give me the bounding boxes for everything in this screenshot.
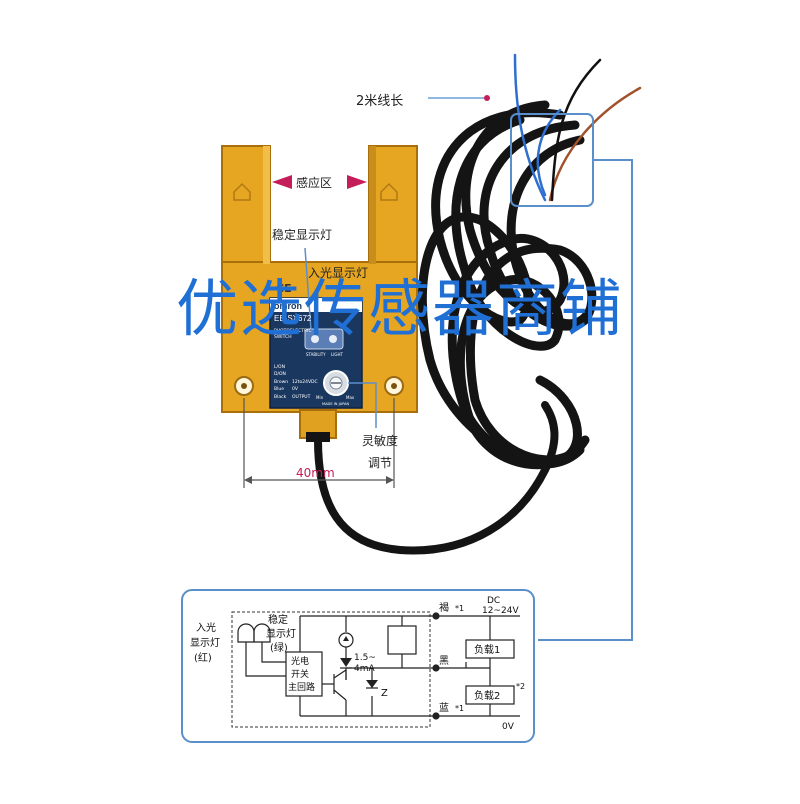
dc-text: DC: [487, 596, 500, 606]
black-terminal-text: 黑: [439, 655, 449, 667]
voltage-text: 12~24V: [482, 606, 519, 616]
row3-text: Brown: [274, 379, 288, 385]
note1-text: *1: [455, 604, 464, 613]
main-circuit-text-2: 开关: [291, 668, 309, 680]
label-panel: [269, 297, 363, 409]
row5-value-text: OUTPUT: [292, 394, 311, 400]
sensor-cable: [314, 401, 559, 555]
zero-v-text: 0V: [502, 722, 515, 732]
ce-mark-text: CE: [276, 282, 292, 295]
entry-light-label: 入光显示灯: [308, 266, 369, 280]
main-circuit-text-3: 主回路: [288, 681, 315, 693]
cable-coil: [417, 100, 597, 470]
model-text: EE-SX672: [274, 314, 312, 323]
main-circuit-text-1: 光电: [291, 655, 309, 667]
made-in-text: MADE IN JAPAN: [322, 402, 349, 406]
sensing-zone-label: 感应区: [296, 176, 333, 190]
light-led-icon: [329, 335, 337, 343]
brand-text: omron: [274, 301, 302, 311]
cable-length-label: 2米线长: [356, 94, 404, 109]
current-text-2: 4mA: [354, 664, 375, 674]
load2-text: 负载2: [474, 689, 500, 702]
load1-text: 负载1: [474, 643, 500, 656]
panel-line2-text: SWITCH: [274, 334, 292, 340]
current-text-1: 1.5~: [354, 653, 376, 663]
zener-text: Z: [381, 688, 388, 699]
row3-value-text: 12to24VDC: [292, 379, 318, 385]
row1-text: L/ON: [274, 364, 285, 370]
wire-callout-connector: [538, 159, 633, 641]
sensitivity-leader: [348, 382, 377, 428]
stability-leader: [304, 247, 312, 331]
wire-ends: [513, 53, 642, 202]
panel-text: omron EE-SX672 PHOTOELECTRIC SWITCH STAB…: [274, 282, 355, 406]
dimension-label: 40mm: [296, 466, 335, 480]
entry-light-text-1: 入光: [196, 621, 216, 634]
row5-text: Black: [274, 394, 287, 400]
sensitivity-label-line2: 调节: [368, 456, 393, 470]
knob-max-text: Max: [346, 395, 355, 400]
stability-light-label: 稳定显示灯: [272, 228, 333, 242]
stable-light-text-1: 稳定: [268, 613, 288, 626]
note2-text: *2: [516, 682, 525, 691]
cable-length-dot: [484, 95, 490, 101]
circuit-diagram: 入光 显示灯 (红) 稳定 显示灯 (绿) 光电 开关 主回路 1.5~ 4mA…: [181, 589, 535, 743]
row4-text: Blue: [274, 386, 284, 392]
row4-value-text: 0V: [292, 386, 299, 392]
blue-terminal-text: 蓝: [439, 702, 449, 714]
brown-terminal-text: 褐: [439, 601, 449, 614]
sensing-zone-arrows: [272, 175, 367, 189]
knob-min-text: Min: [316, 395, 324, 400]
stable-light-text-2: 显示灯: [266, 628, 296, 640]
entry-light-text-3: (红): [194, 651, 212, 664]
entry-light-text-2: 显示灯: [190, 637, 220, 649]
note1b-text: *1: [455, 704, 464, 713]
panel-line1-text: PHOTOELECTRIC: [274, 328, 312, 334]
sensitivity-label-line1: 灵敏度: [362, 434, 399, 448]
dimension-40mm: [243, 398, 395, 488]
row2-text: D/ON: [274, 371, 286, 377]
shop-watermark: 优选传感器商铺: [175, 272, 624, 345]
stability-indicator-text: STABILITY: [306, 352, 326, 357]
stable-light-text-3: (绿): [270, 641, 288, 654]
stability-led-icon: [311, 335, 319, 343]
light-indicator-text: LIGHT: [331, 352, 344, 357]
